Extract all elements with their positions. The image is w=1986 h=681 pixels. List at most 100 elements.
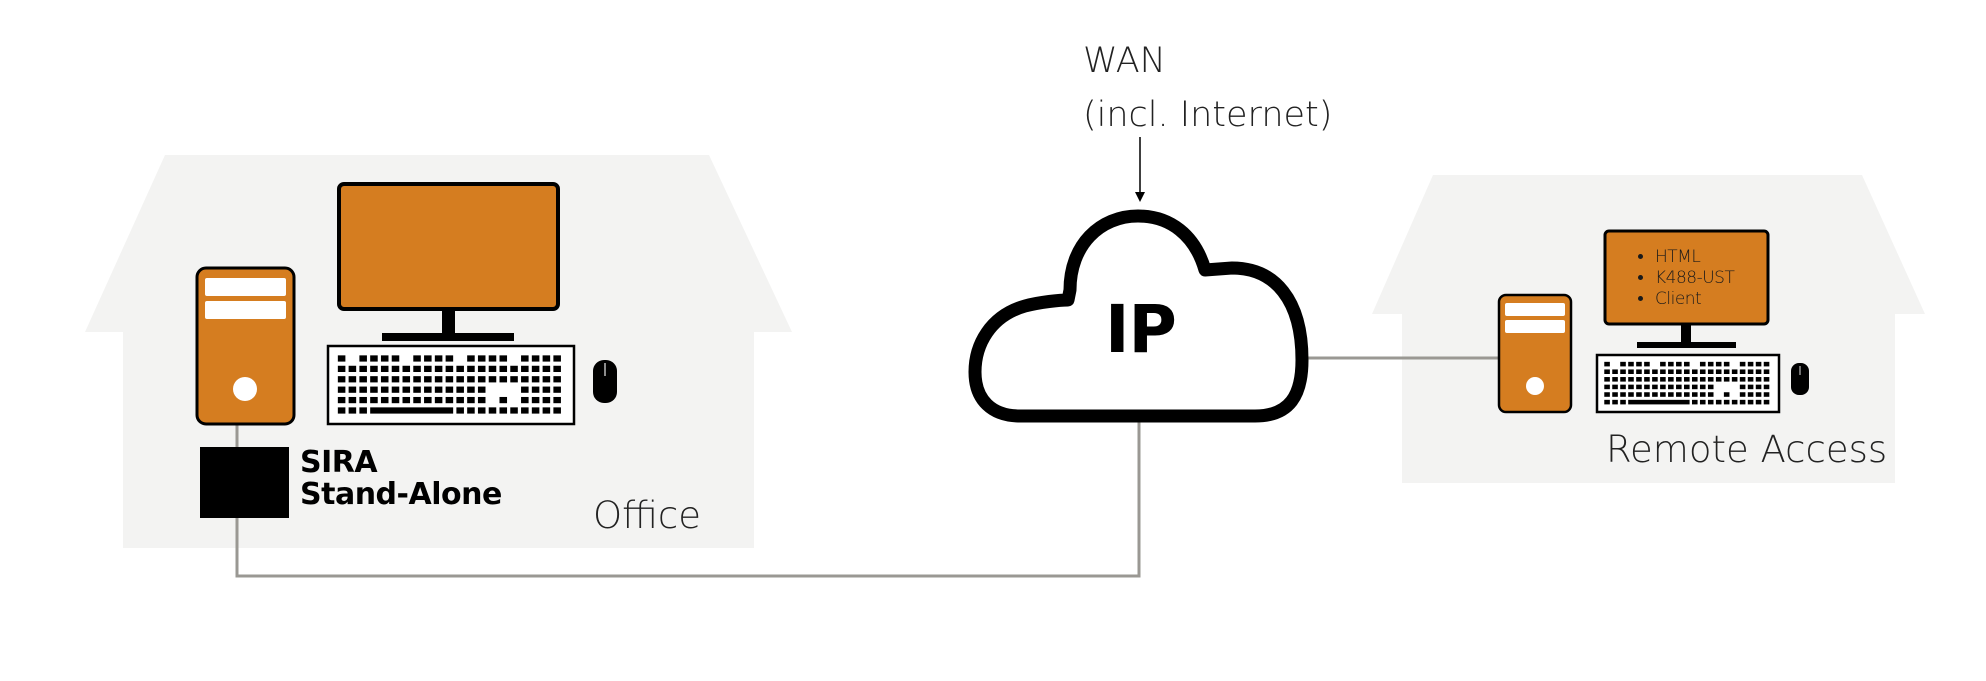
key	[467, 407, 475, 414]
key	[337, 355, 346, 362]
key	[1628, 384, 1634, 390]
key	[1763, 361, 1770, 367]
key	[521, 396, 529, 404]
key	[1612, 399, 1618, 405]
key	[1739, 399, 1746, 405]
key	[499, 376, 508, 383]
key	[553, 396, 561, 404]
key	[499, 365, 508, 372]
key	[413, 396, 421, 404]
key	[348, 396, 357, 404]
key	[1636, 384, 1642, 390]
key	[1715, 369, 1722, 374]
key	[1652, 384, 1658, 390]
key	[402, 386, 411, 393]
office-label: Office	[593, 494, 702, 537]
remote-keyboard-icon	[1595, 353, 1781, 414]
key	[1676, 369, 1682, 374]
key	[467, 365, 475, 372]
key	[1652, 392, 1658, 397]
key	[1763, 369, 1770, 374]
key	[456, 407, 464, 414]
key	[402, 365, 411, 372]
key	[1660, 392, 1666, 397]
key	[1684, 377, 1690, 382]
key	[1715, 361, 1722, 367]
key	[1652, 369, 1658, 374]
key	[391, 355, 400, 362]
key	[1620, 392, 1626, 397]
key	[413, 386, 421, 393]
key	[1723, 399, 1730, 405]
key	[445, 365, 454, 372]
remote-monitor-icon	[1603, 229, 1770, 348]
key	[1747, 377, 1754, 382]
key	[477, 355, 486, 362]
key	[1739, 384, 1746, 390]
key	[348, 407, 357, 414]
key	[456, 376, 464, 383]
key	[1636, 361, 1642, 367]
key	[1644, 369, 1650, 374]
key	[1723, 392, 1730, 397]
key	[467, 396, 475, 404]
key	[370, 355, 378, 362]
key	[370, 386, 378, 393]
key	[359, 376, 367, 383]
key	[1755, 361, 1762, 367]
key	[424, 396, 432, 404]
key	[521, 376, 529, 383]
key	[1699, 392, 1706, 397]
key	[1699, 369, 1706, 374]
key	[1628, 369, 1634, 374]
wan-label-line1: WAN	[1083, 41, 1166, 81]
key	[434, 355, 443, 362]
key	[1620, 369, 1626, 374]
key	[553, 365, 561, 372]
key	[359, 407, 367, 414]
key	[467, 376, 475, 383]
key	[380, 376, 389, 383]
key	[1739, 392, 1746, 397]
key	[1660, 361, 1666, 367]
key	[424, 365, 432, 372]
key	[1604, 392, 1610, 397]
key	[477, 376, 486, 383]
key	[434, 365, 443, 372]
key	[337, 376, 346, 383]
key	[1691, 369, 1698, 374]
key	[1715, 399, 1722, 405]
office-monitor-icon	[337, 182, 560, 341]
key	[1715, 377, 1722, 382]
key	[1684, 392, 1690, 397]
key	[1676, 384, 1682, 390]
key	[1691, 384, 1698, 390]
key	[499, 396, 508, 404]
key	[1620, 377, 1626, 382]
key	[1660, 369, 1666, 374]
key	[1755, 377, 1762, 382]
key	[553, 376, 561, 383]
key	[521, 355, 529, 362]
key	[1699, 361, 1706, 367]
key	[1604, 369, 1610, 374]
key	[402, 396, 411, 404]
key	[1684, 361, 1690, 367]
key	[456, 365, 464, 372]
key	[477, 396, 486, 404]
key	[445, 355, 454, 362]
key	[402, 376, 411, 383]
key	[1699, 377, 1706, 382]
key	[1636, 377, 1642, 382]
key	[413, 355, 421, 362]
key	[1755, 399, 1762, 405]
key	[1644, 377, 1650, 382]
screen-item: K488-UST	[1655, 268, 1735, 289]
key	[1636, 369, 1642, 374]
key	[1747, 361, 1754, 367]
key	[521, 386, 529, 393]
key	[1620, 384, 1626, 390]
key	[1731, 377, 1738, 382]
key	[391, 376, 400, 383]
